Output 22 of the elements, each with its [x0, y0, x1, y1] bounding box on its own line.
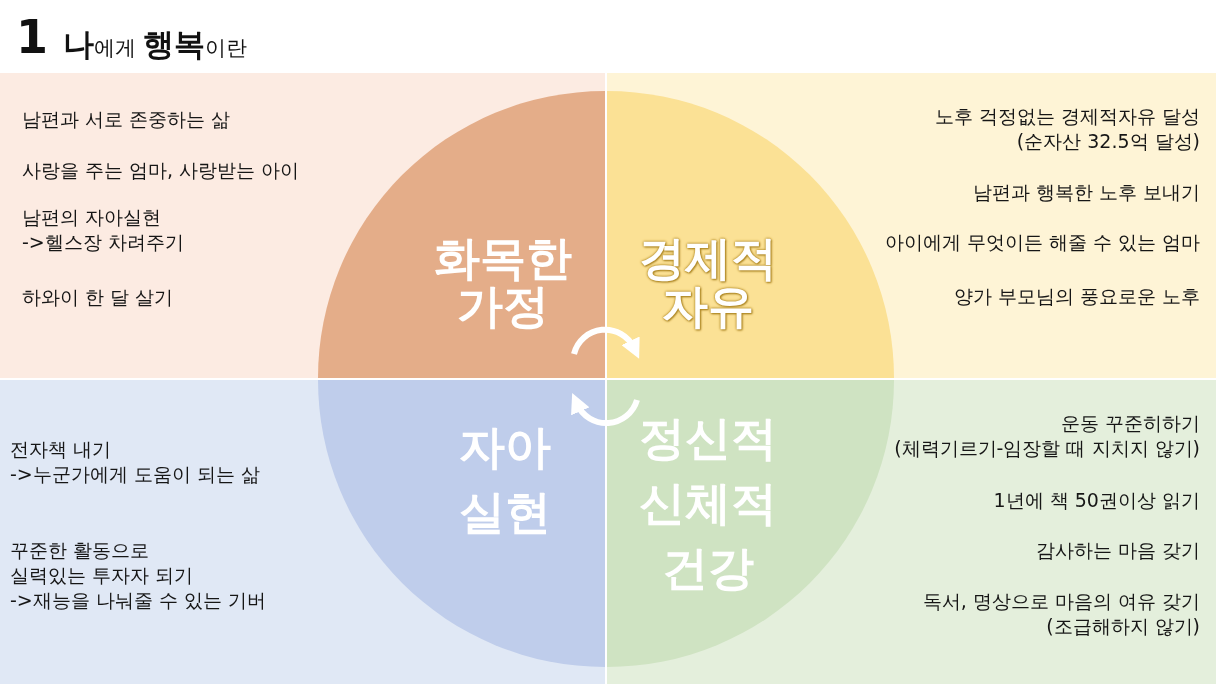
goal-text: 노후 걱정없는 경제적자유 달성 (순자산 32.5억 달성) [934, 104, 1200, 154]
segment-title: 정신적 신체적 건강 [639, 410, 777, 597]
goal-text: 감사하는 마음 갖기 [1035, 538, 1200, 563]
goal-text: 아이에게 무엇이든 해줄 수 있는 엄마 [884, 230, 1200, 255]
goal-text: 남편과 행복한 노후 보내기 [972, 180, 1200, 205]
segment-title: 화목한 가정 [434, 234, 572, 330]
goal-text: 독서, 명상으로 마음의 여유 갖기 (조급해하지 않기) [922, 589, 1200, 639]
section-number: 1 [16, 12, 48, 62]
goal-text: 남편과 서로 존중하는 삶 [22, 107, 231, 132]
goal-text: 사랑을 주는 엄마, 사랑받는 아이 [22, 158, 300, 183]
segment-title: 자아 실현 [459, 419, 551, 541]
goal-text: 전자책 내기 ->누군가에게 도움이 되는 삶 [10, 437, 260, 487]
page-title: 나에게 행복이란 [63, 25, 247, 64]
goal-text: 1년에 책 50권이상 읽기 [993, 488, 1200, 513]
goal-text: 운동 꾸준히하기 (체력기르기-임장할 때 지치지 않기) [894, 411, 1200, 461]
curved-arrow [571, 326, 640, 359]
goal-text: 하와이 한 달 살기 [22, 285, 174, 310]
curved-arrow [571, 393, 640, 427]
segment-title: 경제적 자유 [639, 234, 777, 330]
goal-text: 남편의 자아실현 ->헬스장 차려주기 [22, 205, 184, 255]
goal-text: 양가 부모님의 풍요로운 노후 [953, 284, 1200, 309]
goal-text: 꾸준한 활동으로 실력있는 투자자 되기 ->재능을 나눠줄 수 있는 기버 [10, 538, 266, 613]
